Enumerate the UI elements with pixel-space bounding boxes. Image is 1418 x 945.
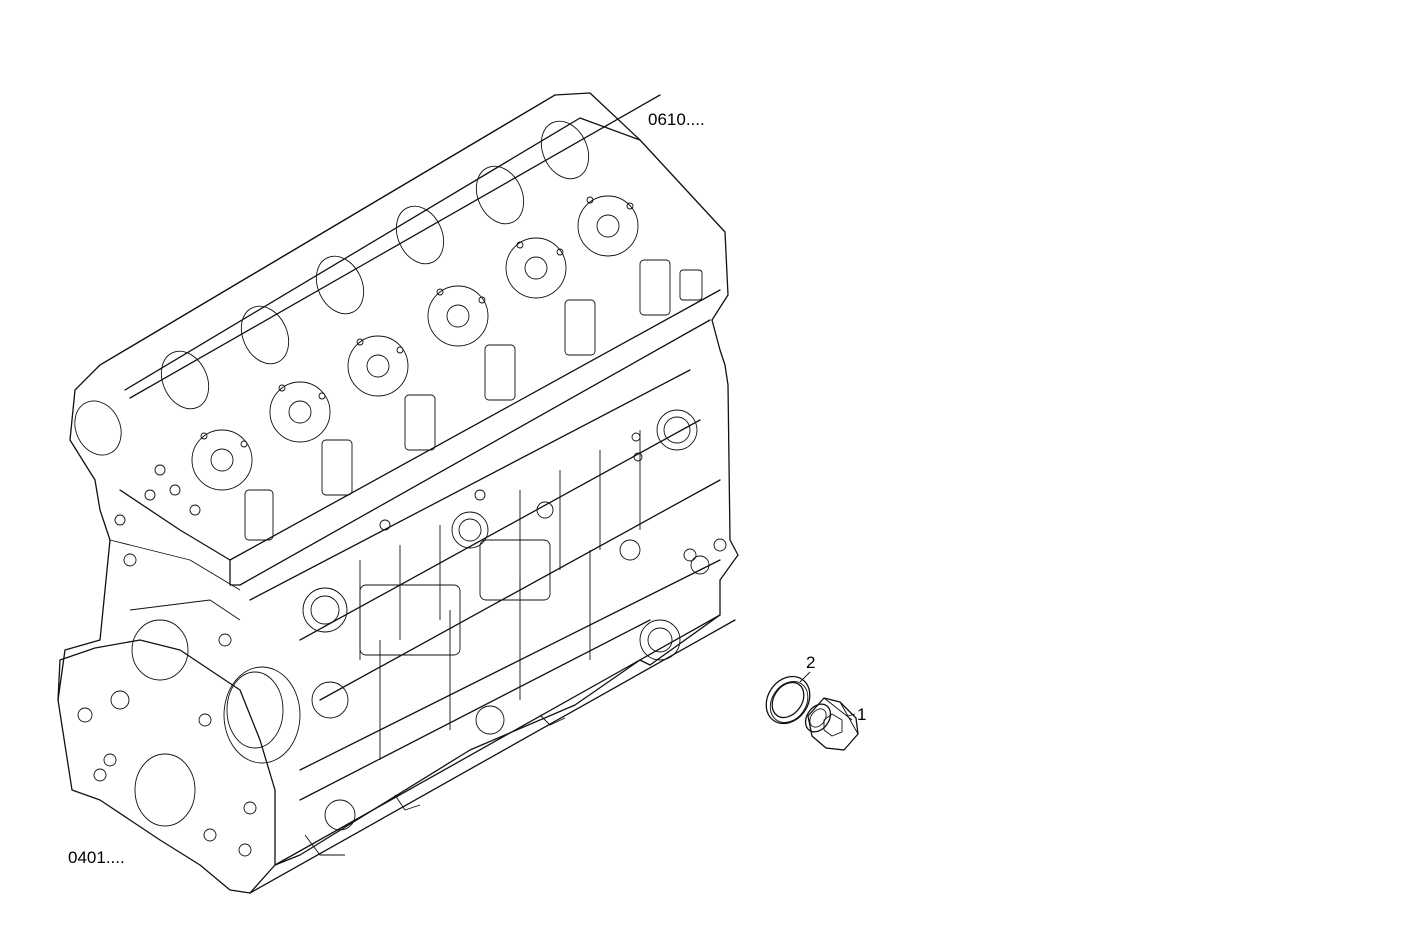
item-number-2: 2 [806, 653, 816, 672]
plug-icon [804, 697, 859, 751]
ref-label-bottom: 0401.... [68, 848, 125, 867]
leader-line-item-1 [847, 713, 856, 717]
engine-block-illustration [57, 92, 739, 894]
leader-line-item-2 [799, 671, 811, 683]
ref-label-top: 0610.... [648, 110, 705, 129]
item-number-1: 1 [857, 705, 867, 724]
